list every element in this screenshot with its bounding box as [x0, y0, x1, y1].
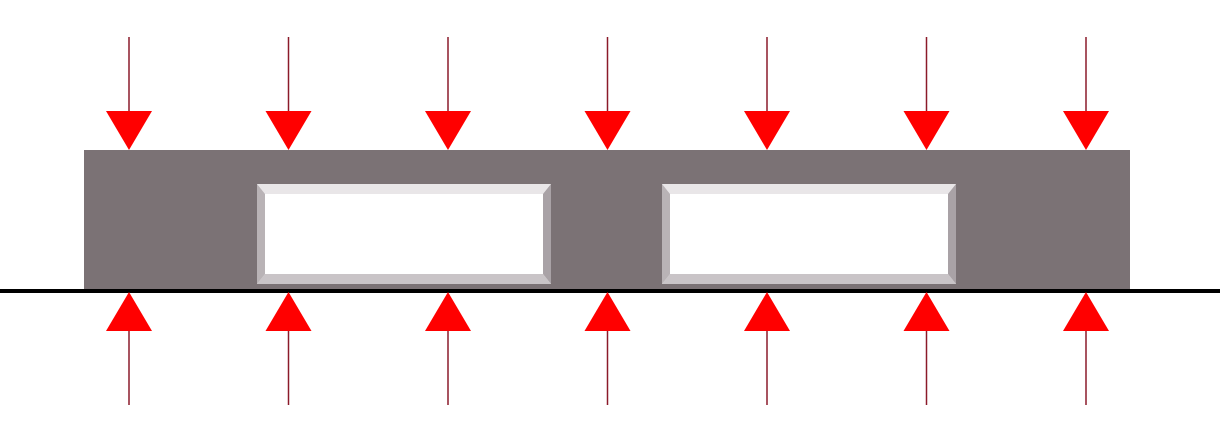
arrow-down-icon [106, 37, 152, 150]
arrow-head [584, 292, 631, 331]
opening-left-bevel-right [543, 184, 551, 284]
top-load-arrows [106, 37, 1109, 150]
arrow-head [106, 292, 152, 331]
arrow-up-icon [744, 292, 790, 405]
arrow-up-icon [265, 292, 312, 405]
bottom-reaction-arrows [106, 292, 1109, 405]
opening-right-bevel-top [662, 184, 956, 194]
opening-right-bevel-bottom [662, 274, 956, 284]
arrow-down-icon [1063, 37, 1109, 150]
arrow-head [744, 111, 790, 150]
opening-right-void [670, 194, 948, 274]
arrow-down-icon [584, 37, 631, 150]
opening-right-bevel-left [662, 184, 670, 284]
arrow-up-icon [1063, 292, 1109, 405]
arrow-down-icon [265, 37, 312, 150]
arrow-down-icon [425, 37, 471, 150]
opening-right [662, 184, 956, 284]
arrow-head [106, 111, 152, 150]
arrow-head [265, 111, 312, 150]
opening-left-void [265, 194, 543, 274]
opening-left-bevel-top [257, 184, 551, 194]
opening-right-bevel-right [948, 184, 956, 284]
arrow-head [744, 292, 790, 331]
opening-left [257, 184, 551, 284]
arrow-up-icon [425, 292, 471, 405]
arrow-head [903, 111, 950, 150]
arrow-up-icon [106, 292, 152, 405]
arrow-head [425, 111, 471, 150]
arrow-head [584, 111, 631, 150]
slab-body [84, 150, 1130, 290]
arrow-head [425, 292, 471, 331]
arrow-up-icon [584, 292, 631, 405]
opening-left-bevel-left [257, 184, 265, 284]
opening-left-bevel-bottom [257, 274, 551, 284]
arrow-down-icon [903, 37, 950, 150]
arrow-head [1063, 111, 1109, 150]
arrow-head [1063, 292, 1109, 331]
arrow-head [265, 292, 312, 331]
arrow-down-icon [744, 37, 790, 150]
arrow-up-icon [903, 292, 950, 405]
arrow-head [903, 292, 950, 331]
